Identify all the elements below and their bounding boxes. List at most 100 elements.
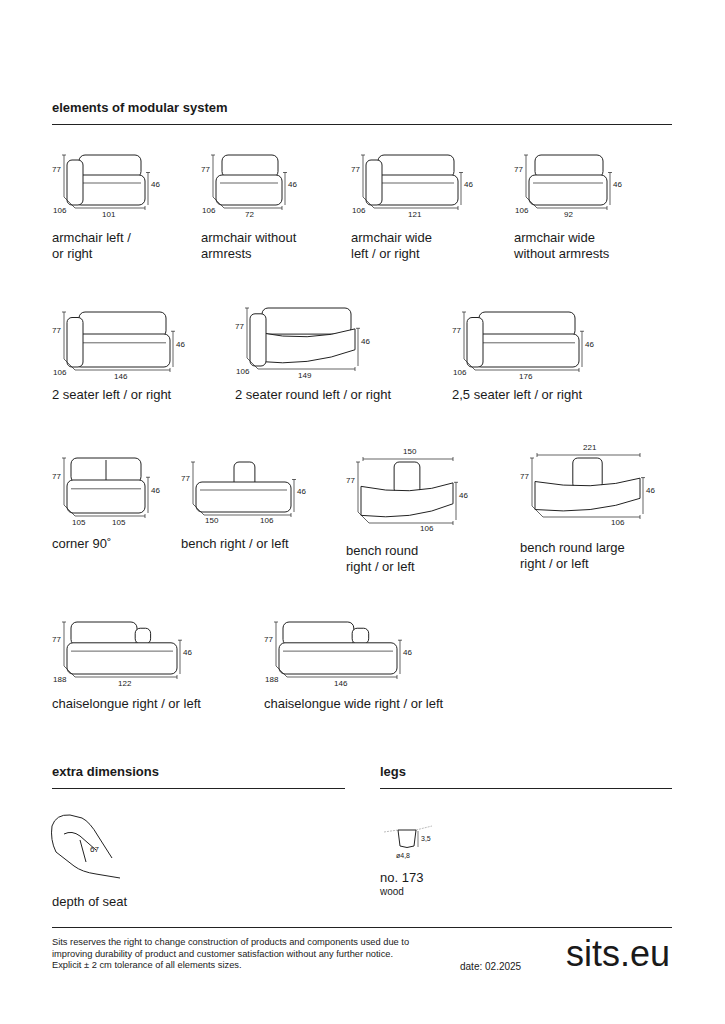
dimension-tick bbox=[170, 368, 171, 372]
dimension-label: 106 bbox=[515, 206, 528, 216]
dimension-line bbox=[369, 523, 453, 524]
dimension-label: 121 bbox=[408, 210, 421, 220]
dimension-label: 150 bbox=[205, 516, 218, 526]
dimension-label: 77 bbox=[52, 635, 61, 645]
guide-line bbox=[384, 830, 398, 832]
dimension-tick bbox=[607, 206, 608, 210]
element-name: bench round large right / or left bbox=[520, 540, 642, 572]
rule-line bbox=[52, 124, 672, 125]
dimension-line bbox=[213, 155, 214, 197]
dimension-tick bbox=[580, 331, 584, 332]
sofa-back bbox=[283, 622, 354, 645]
dimension-line bbox=[464, 312, 465, 359]
dimension-label: 77 bbox=[452, 326, 461, 336]
dimension-label: 77 bbox=[264, 635, 273, 645]
dimension-label: 77 bbox=[52, 326, 61, 336]
sofa-back bbox=[573, 458, 602, 489]
guide-line bbox=[416, 826, 432, 830]
dimension-label: 46 bbox=[176, 340, 185, 350]
dimension-tick bbox=[145, 206, 146, 210]
dimension-label: 106 bbox=[420, 524, 433, 534]
dimension-tick bbox=[641, 477, 645, 478]
caption-text: depth of seat bbox=[52, 894, 127, 910]
dimension-line bbox=[173, 331, 174, 367]
dimension-label: 188 bbox=[265, 675, 278, 685]
sofa-seat bbox=[529, 175, 607, 205]
dimension-label: 92 bbox=[564, 210, 573, 220]
sofa-seam bbox=[106, 460, 107, 483]
dimension-label: 77 bbox=[520, 472, 529, 482]
seat-edge bbox=[380, 183, 454, 184]
dimension-label: 46 bbox=[403, 648, 412, 658]
seat-edge bbox=[481, 342, 575, 343]
material-label: wood bbox=[380, 886, 404, 898]
section-heading: extra dimensions bbox=[52, 764, 159, 780]
sofa-seat bbox=[75, 334, 170, 367]
element-name: bench right / or left bbox=[181, 536, 289, 552]
dimension-line bbox=[643, 478, 644, 514]
sofa-back bbox=[479, 312, 575, 337]
dimension-line bbox=[193, 462, 194, 504]
dimension-label: 106 bbox=[53, 368, 66, 378]
date-label: date: 02.2025 bbox=[460, 961, 521, 973]
sofa-back bbox=[71, 622, 137, 645]
rules bbox=[52, 125, 672, 928]
dimension-tick bbox=[211, 155, 215, 156]
dimension-line bbox=[374, 208, 458, 209]
dimension-line bbox=[276, 622, 277, 666]
element-name: bench round right / or left bbox=[346, 543, 438, 575]
dimension-tick bbox=[640, 453, 641, 457]
dimension-tick bbox=[62, 312, 66, 313]
dimension-label: ø4,8 bbox=[396, 852, 410, 861]
dimension-label: 188 bbox=[53, 675, 66, 685]
dimension-label: 3,5 bbox=[421, 835, 431, 844]
leg-drawing bbox=[384, 826, 432, 848]
sofa-seat bbox=[535, 478, 640, 511]
sofa-armrest bbox=[67, 318, 83, 368]
dimension-line bbox=[461, 173, 462, 206]
sofa-back bbox=[394, 462, 420, 494]
dimension-label: 77 bbox=[52, 165, 61, 175]
dimension-tick bbox=[356, 462, 360, 463]
dimension-line bbox=[64, 155, 65, 197]
dimension-label: 176 bbox=[519, 372, 532, 382]
element-name: 2,5 seater left / or right bbox=[452, 387, 582, 403]
dimension-label: 221 bbox=[583, 443, 596, 453]
dimension-tick bbox=[282, 206, 283, 210]
dimension-label: 105 bbox=[72, 518, 85, 528]
dimension-line bbox=[537, 208, 607, 209]
dimension-tick bbox=[291, 513, 292, 517]
dimension-line bbox=[363, 459, 453, 460]
dimension-label: 149 bbox=[298, 371, 311, 381]
sofa-seat bbox=[196, 482, 291, 512]
element-name: armchair wide left / or right bbox=[351, 230, 451, 262]
sofa-drawings bbox=[62, 155, 645, 679]
dimension-tick bbox=[458, 206, 459, 210]
dimension-line bbox=[75, 370, 170, 371]
sofa-back bbox=[378, 155, 454, 178]
dimension-tick bbox=[453, 457, 454, 461]
sofa-armrest bbox=[67, 160, 83, 205]
sofa-bolster bbox=[352, 628, 369, 644]
sofa-seat bbox=[75, 175, 145, 205]
sofa-bolster bbox=[135, 628, 150, 644]
dimension-tick bbox=[355, 367, 356, 371]
dimension-line bbox=[400, 640, 401, 674]
dimension-tick bbox=[178, 640, 182, 641]
dimension-label: 106 bbox=[53, 206, 66, 216]
sofa-seat bbox=[361, 483, 453, 517]
dimension-line bbox=[247, 308, 248, 358]
dimension-tick bbox=[274, 622, 278, 623]
sofa-seat bbox=[374, 175, 458, 205]
dimension-tick bbox=[524, 155, 528, 156]
dimension-label: 146 bbox=[334, 679, 347, 689]
dimension-tick bbox=[363, 457, 364, 461]
dimension-tick bbox=[62, 155, 66, 156]
dimension-line bbox=[543, 517, 640, 518]
dimension-tick bbox=[283, 172, 287, 173]
dimension-line bbox=[75, 516, 145, 517]
dimension-line bbox=[537, 455, 640, 456]
dimension-line bbox=[64, 458, 65, 505]
dimension-label: 77 bbox=[351, 165, 360, 175]
dimension-line bbox=[363, 155, 364, 197]
